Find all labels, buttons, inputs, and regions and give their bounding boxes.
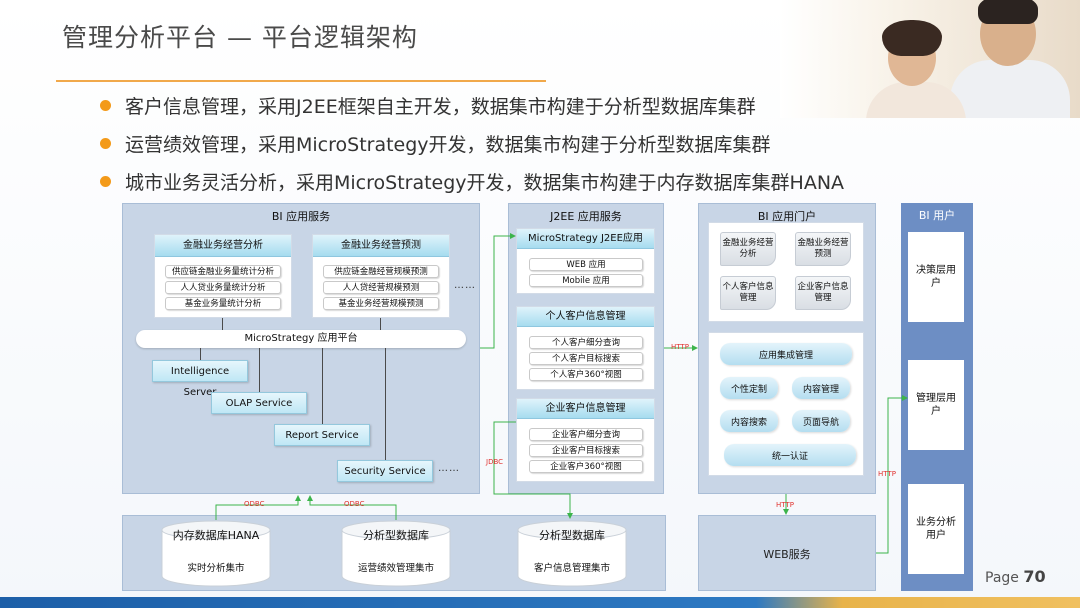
connector-line xyxy=(200,348,201,360)
page-title: 管理分析平台 — 平台逻辑架构 xyxy=(62,23,418,52)
db-title: 分析型数据库 xyxy=(363,529,429,542)
sso-button[interactable]: 统一认证 xyxy=(724,444,856,466)
panel-title: BI 用户 xyxy=(918,209,956,222)
content-search-button[interactable]: 内容搜索 xyxy=(720,410,778,432)
connector-line xyxy=(322,348,323,424)
analytic-db-icon xyxy=(517,520,627,587)
web-service-panel: WEB服务 xyxy=(698,515,876,591)
list-item[interactable]: 个人客户360°视图 xyxy=(529,368,643,381)
panel-title: J2EE 应用服务 xyxy=(550,210,622,223)
content-mgmt-button[interactable]: 内容管理 xyxy=(792,377,850,399)
web-service-label: WEB服务 xyxy=(763,548,811,561)
list-item[interactable]: 供应链金融业务量统计分析 xyxy=(165,265,281,278)
list-item[interactable]: WEB 应用 xyxy=(529,258,643,271)
list-item[interactable]: 基金业务经营规模预测 xyxy=(323,297,439,310)
connector-line xyxy=(259,348,260,392)
group-header: 金融业务经营分析 xyxy=(155,235,291,257)
ms-j2ee-app-group: MicroStrategy J2EE应用 WEB 应用 Mobile 应用 xyxy=(516,228,655,294)
personal-client-group: 个人客户信息管理 个人客户细分查询 个人客户目标搜索 个人客户360°视图 xyxy=(516,306,655,390)
http-label: HTTP xyxy=(671,343,689,351)
page-nav-button[interactable]: 页面导航 xyxy=(792,410,850,432)
manager-user-box[interactable]: 管理层用户 xyxy=(908,360,964,450)
db-title: 分析型数据库 xyxy=(539,529,605,542)
jdbc-label: JDBC xyxy=(486,458,504,466)
list-item[interactable]: 企业客户360°视图 xyxy=(529,460,643,473)
panel-title: BI 应用服务 xyxy=(271,210,331,223)
group-header: MicroStrategy J2EE应用 xyxy=(517,229,654,249)
db-subtitle: 运营绩效管理集市 xyxy=(357,563,434,574)
list-item[interactable]: 企业客户细分查询 xyxy=(529,428,643,441)
page-indicator: Page 70 xyxy=(985,567,1046,586)
list-item[interactable]: Mobile 应用 xyxy=(529,274,643,287)
ellipsis: …… xyxy=(454,280,476,291)
group-header: 企业客户信息管理 xyxy=(517,399,654,419)
olap-service-box[interactable]: OLAP Service xyxy=(211,392,307,414)
db-title: 内存数据库HANA xyxy=(172,529,260,542)
db-subtitle: 客户信息管理集市 xyxy=(533,563,610,574)
db-subtitle: 实时分析集市 xyxy=(187,563,245,574)
list-item[interactable]: 供应链金融经营规模预测 xyxy=(323,265,439,278)
portal-tile[interactable]: 金融业务经营预测 xyxy=(795,232,851,266)
odbc-label: ODBC xyxy=(344,500,365,508)
enterprise-client-group: 企业客户信息管理 企业客户细分查询 企业客户目标搜索 企业客户360°视图 xyxy=(516,398,655,482)
analyst-user-box[interactable]: 业务分析用户 xyxy=(908,484,964,574)
bullet-item: 运营绩效管理，采用MicroStrategy开发，数据集市构建于分析型数据库集群 xyxy=(100,130,771,157)
http-label: HTTP xyxy=(776,501,794,509)
group-header: 金融业务经营预测 xyxy=(313,235,449,257)
report-service-box[interactable]: Report Service xyxy=(274,424,370,446)
panel-title: BI 应用门户 xyxy=(757,210,817,223)
connector-line xyxy=(380,318,381,330)
ellipsis: …… xyxy=(438,463,460,474)
portal-tile[interactable]: 金融业务经营分析 xyxy=(720,232,776,266)
portal-tile[interactable]: 个人客户信息管理 xyxy=(720,276,776,310)
group-header: 个人客户信息管理 xyxy=(517,307,654,327)
app-integration-button[interactable]: 应用集成管理 xyxy=(720,343,852,365)
bullet-item: 客户信息管理，采用J2EE框架自主开发，数据集市构建于分析型数据库集群 xyxy=(100,92,756,119)
security-service-box[interactable]: Security Service xyxy=(337,460,433,482)
list-item[interactable]: 人人贷业务量统计分析 xyxy=(165,281,281,294)
personalize-button[interactable]: 个性定制 xyxy=(720,377,778,399)
bottom-bar xyxy=(0,597,1080,608)
odbc-label: ODBC xyxy=(244,500,265,508)
analytic-db-icon xyxy=(341,520,451,587)
title-underline xyxy=(56,80,546,82)
connector-line xyxy=(222,318,223,330)
biz-analysis-group: 金融业务经营分析 供应链金融业务量统计分析 人人贷业务量统计分析 基金业务量统计… xyxy=(154,234,292,318)
bullet-dot-icon xyxy=(100,100,111,111)
biz-forecast-group: 金融业务经营预测 供应链金融经营规模预测 人人贷经营规模预测 基金业务经营规模预… xyxy=(312,234,450,318)
list-item[interactable]: 人人贷经营规模预测 xyxy=(323,281,439,294)
portal-tile[interactable]: 企业客户信息管理 xyxy=(795,276,851,310)
hana-db-icon xyxy=(161,520,271,587)
list-item[interactable]: 基金业务量统计分析 xyxy=(165,297,281,310)
intelligence-server-box[interactable]: Intelligence Server xyxy=(152,360,248,398)
list-item[interactable]: 企业客户目标搜索 xyxy=(529,444,643,457)
page-number: 70 xyxy=(1023,567,1046,586)
connector-line xyxy=(385,348,386,460)
list-item[interactable]: 个人客户目标搜索 xyxy=(529,352,643,365)
microstrategy-platform-bar[interactable]: MicroStrategy 应用平台 xyxy=(136,330,466,348)
bullet-dot-icon xyxy=(100,138,111,149)
header-photo xyxy=(780,0,1080,118)
bullet-item: 城市业务灵活分析，采用MicroStrategy开发，数据集市构建于内存数据库集… xyxy=(100,168,844,195)
bullet-dot-icon xyxy=(100,176,111,187)
list-item[interactable]: 个人客户细分查询 xyxy=(529,336,643,349)
http-label: HTTP xyxy=(878,470,896,478)
decision-user-box[interactable]: 决策层用户 xyxy=(908,232,964,322)
